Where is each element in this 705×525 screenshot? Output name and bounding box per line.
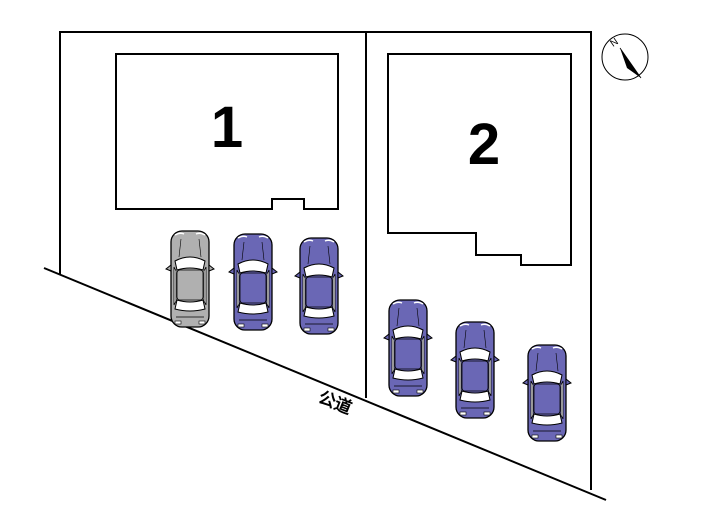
building-footprint-2 xyxy=(387,53,572,266)
parked-car xyxy=(383,299,433,397)
parked-car xyxy=(522,344,572,442)
parked-car xyxy=(228,233,278,331)
building-footprint-1 xyxy=(115,53,339,210)
parked-car xyxy=(450,321,500,419)
parked-car-gray xyxy=(165,230,215,328)
parked-car xyxy=(294,237,344,335)
lot-2-label: 2 xyxy=(468,112,500,177)
site-boundary xyxy=(59,31,592,490)
road-edge-line xyxy=(43,267,607,501)
road-label: 公道 xyxy=(315,387,354,419)
lot-1-label: 1 xyxy=(211,95,243,160)
north-arrow-icon: N xyxy=(601,33,649,81)
